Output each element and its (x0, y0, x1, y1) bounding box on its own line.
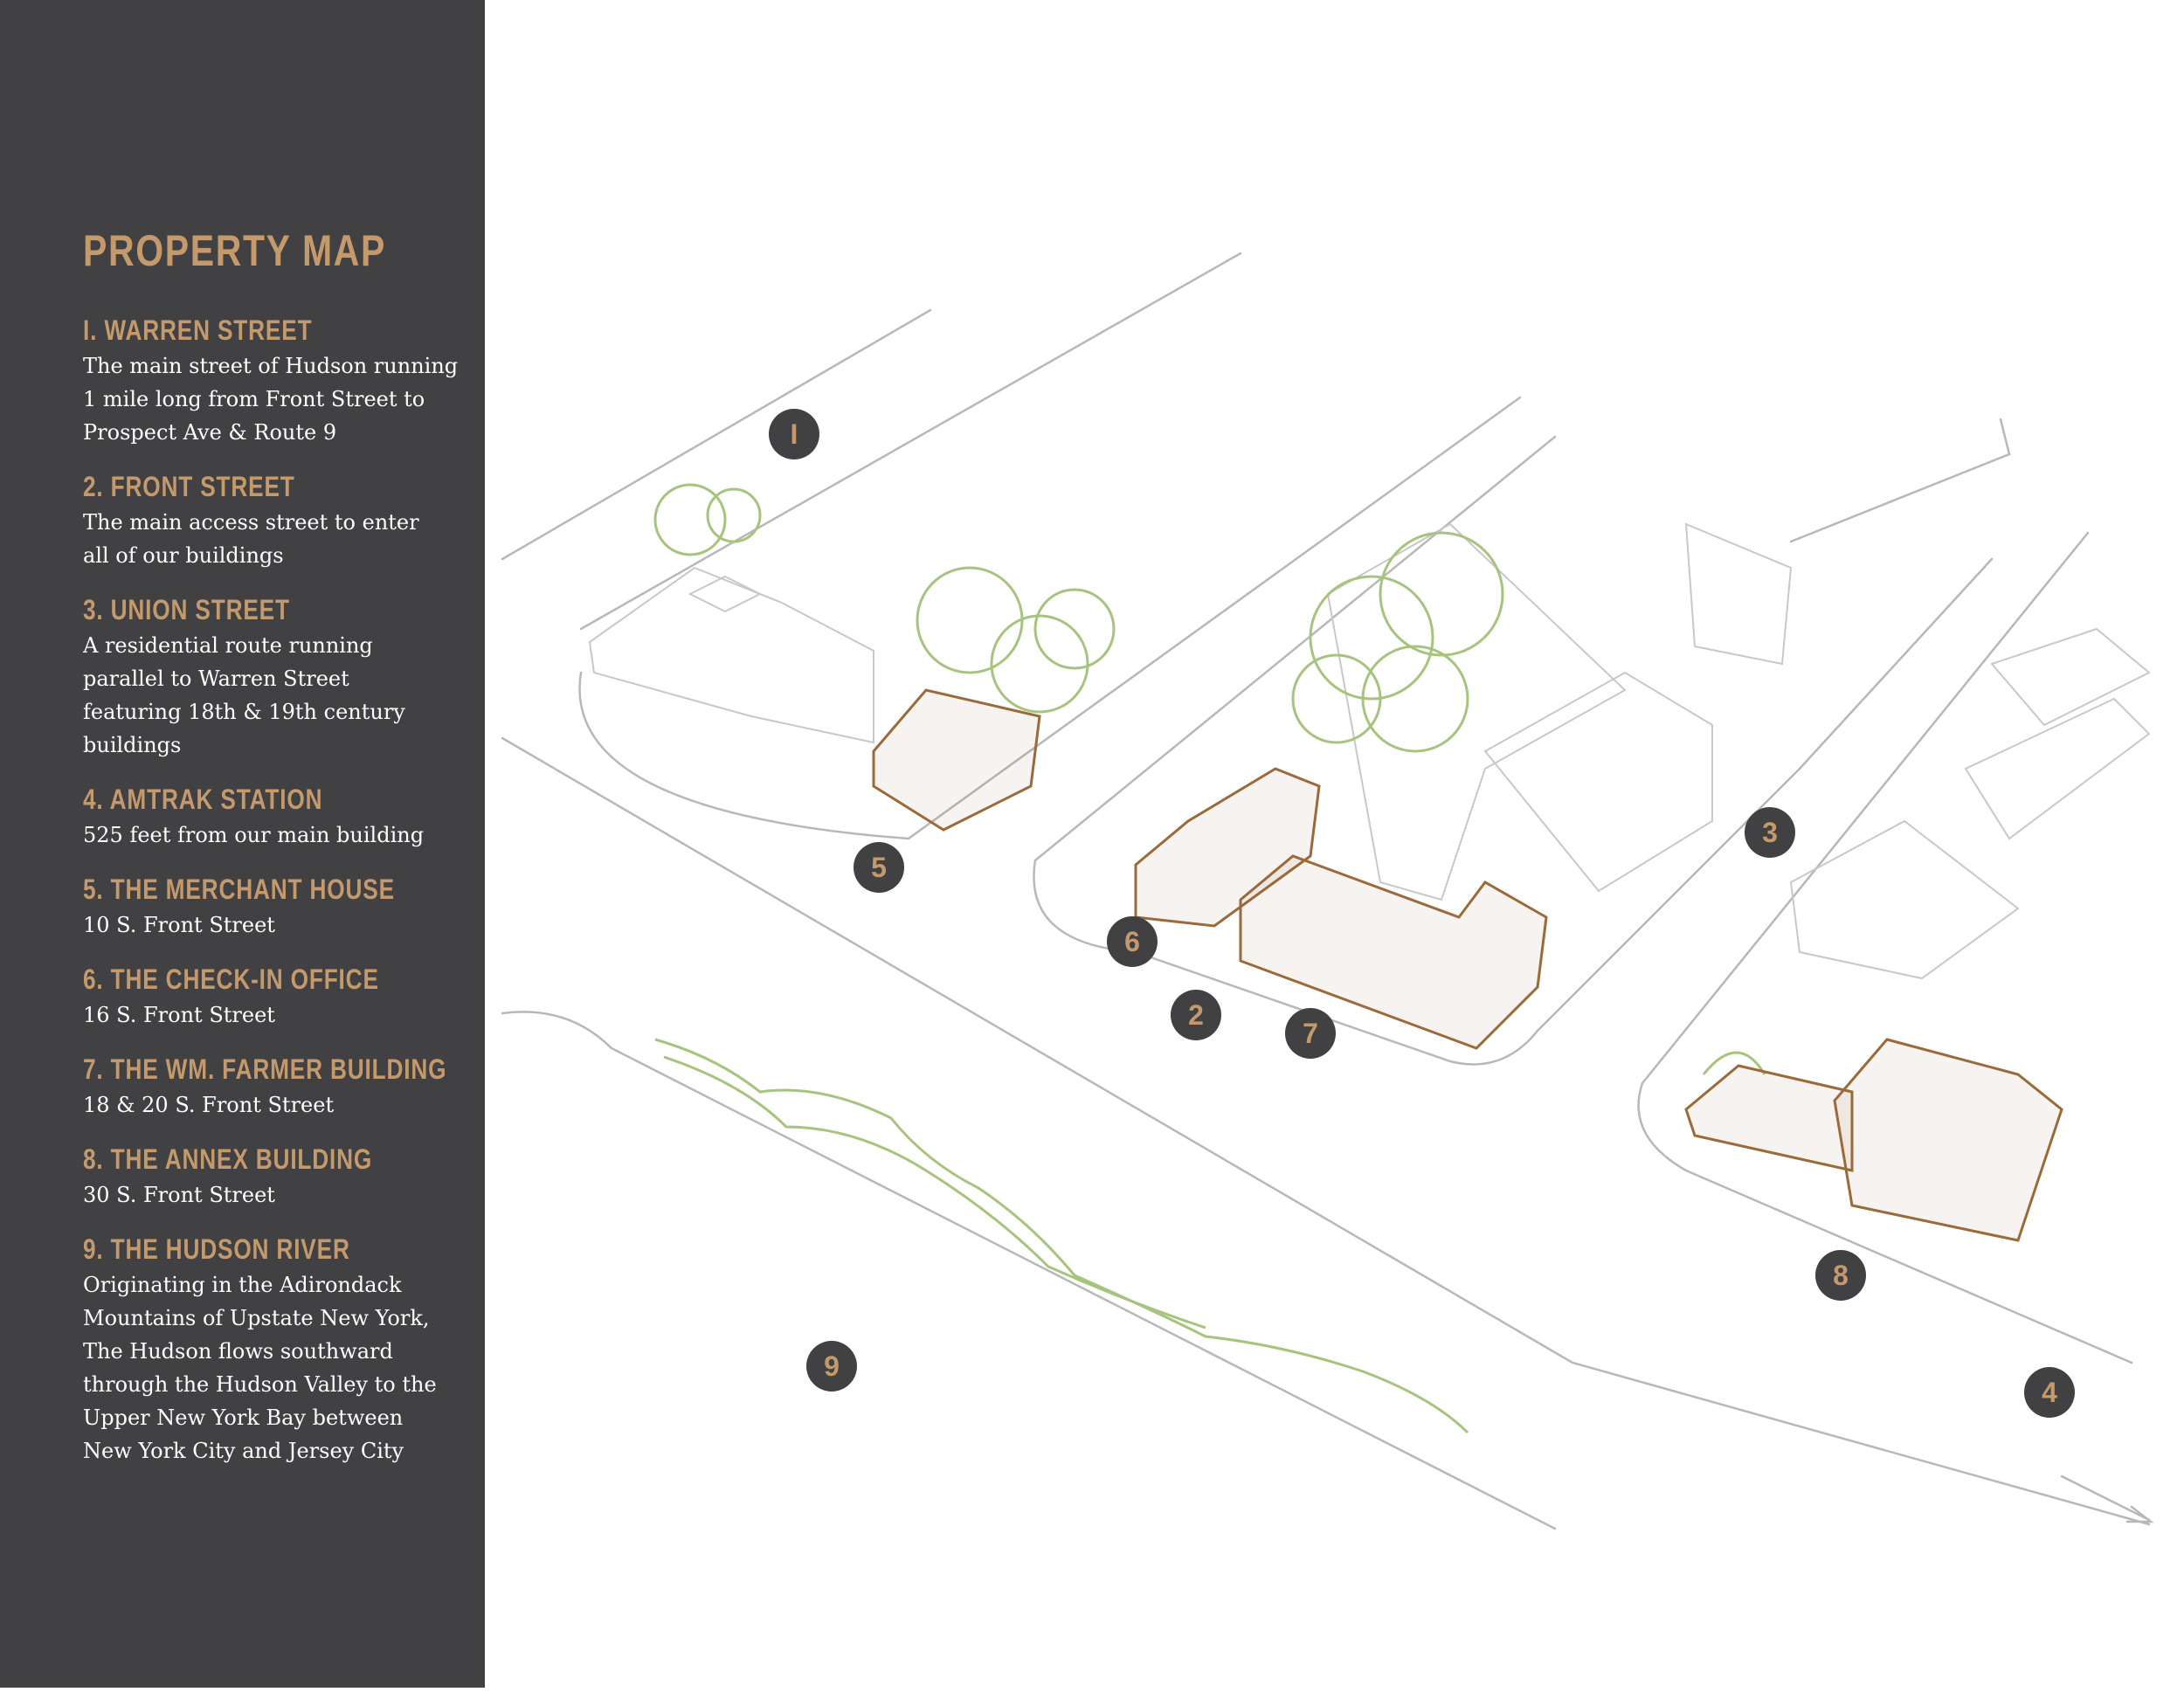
legend-item-merchant-house: 5. THE MERCHANT HOUSE 10 S. Front Street (83, 872, 467, 942)
wm-farmer-building-sketch (1239, 854, 1548, 1050)
property-buildings (872, 688, 2063, 1242)
map-marker-3[interactable]: 3 (1745, 807, 1795, 858)
map-marker-2[interactable]: 2 (1171, 990, 1221, 1040)
legend-item-check-in-office: 6. THE CHECK-IN OFFICE 16 S. Front Street (83, 962, 467, 1032)
legend-item-hudson-river: 9. THE HUDSON RIVER Originating in the Ad… (83, 1232, 467, 1468)
neighbor-buildings (588, 522, 2151, 980)
legend-description: 16 S. Front Street (83, 1003, 275, 1027)
legend-heading: 5. THE MERCHANT HOUSE (83, 874, 395, 905)
legend-heading: I. WARREN STREET (83, 314, 313, 346)
legend-description: 30 S. Front Street (83, 1183, 275, 1207)
legend-description: Originating in the Adirondack Mountains … (83, 1273, 437, 1463)
front-street-edge (501, 736, 2151, 1526)
legend-item-front-street: 2. FRONT STREET The main access street to… (83, 469, 467, 572)
legend-description: A residential route running parallel to … (83, 633, 405, 757)
legend-item-warren-street: I. WARREN STREET The main street of Hudso… (83, 313, 467, 449)
page-title: PROPERTY MAP (83, 226, 386, 275)
legend-heading: 9. THE HUDSON RIVER (83, 1233, 350, 1265)
legend-heading: 2. FRONT STREET (83, 471, 295, 502)
merchant-house-sketch (872, 688, 1041, 832)
map-marker-6[interactable]: 6 (1107, 916, 1158, 967)
map-illustration (501, 252, 2154, 1530)
legend-heading: 6. THE CHECK-IN OFFICE (83, 963, 379, 995)
riverbank (501, 1011, 1557, 1530)
check-in-office-sketch (1134, 767, 1321, 928)
map-marker-9[interactable]: 9 (806, 1341, 857, 1392)
streets (501, 252, 2154, 1530)
map-marker-8[interactable]: 8 (1815, 1250, 1866, 1301)
legend-item-union-street: 3. UNION STREET A residential route runni… (83, 592, 467, 762)
legend-heading: 7. THE WM. FARMER BUILDING (83, 1053, 447, 1085)
warren-street-edge (501, 308, 932, 561)
legend-description: The main street of Hudson running 1 mile… (83, 354, 459, 445)
map-marker-7[interactable]: 7 (1285, 1008, 1336, 1059)
legend-heading: 8. THE ANNEX BUILDING (83, 1143, 373, 1175)
legend-item-amtrak-station: 4. AMTRAK STATION 525 feet from our main … (83, 782, 467, 852)
legend-item-annex-building: 8. THE ANNEX BUILDING 30 S. Front Street (83, 1142, 467, 1212)
sketch-map: I 2 3 4 5 6 7 8 9 (485, 0, 2184, 1688)
map-marker-1[interactable]: I (769, 409, 819, 459)
legend-description: 10 S. Front Street (83, 913, 275, 937)
legend-item-wm-farmer-building: 7. THE WM. FARMER BUILDING 18 & 20 S. Fro… (83, 1052, 467, 1122)
legend-heading: 3. UNION STREET (83, 594, 290, 625)
foliage (653, 483, 1766, 1434)
legend-description: 18 & 20 S. Front Street (83, 1093, 335, 1117)
legend-description: The main access street to enter all of o… (83, 510, 419, 568)
annex-yard-sketch (1684, 1064, 1854, 1172)
annex-building-sketch (1833, 1038, 2063, 1242)
legend-sidebar: PROPERTY MAP I. WARREN STREET The main st… (0, 0, 485, 1688)
map-marker-4[interactable]: 4 (2024, 1367, 2075, 1418)
map-marker-5[interactable]: 5 (854, 842, 904, 893)
legend-description: 525 feet from our main building (83, 823, 425, 847)
legend-list: I. WARREN STREET The main street of Hudso… (83, 313, 467, 1488)
legend-heading: 4. AMTRAK STATION (83, 784, 323, 815)
